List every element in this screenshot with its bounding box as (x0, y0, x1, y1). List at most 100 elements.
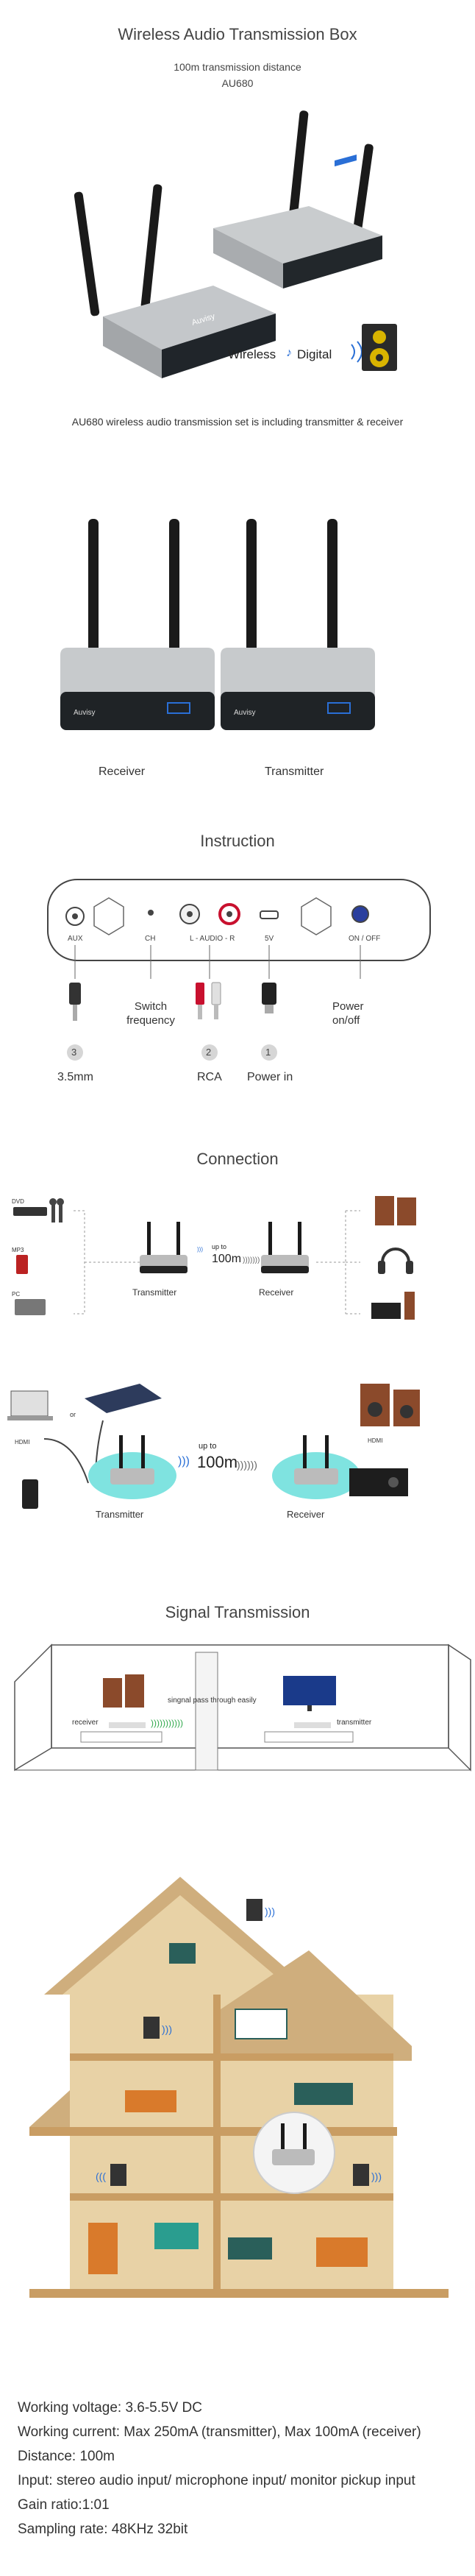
audio-label: L - AUDIO - R (190, 935, 235, 943)
room-furniture (88, 1943, 368, 2274)
microphone-icon (49, 1198, 64, 1222)
transmitter-shelf (264, 1731, 354, 1743)
antenna (246, 519, 257, 673)
digital-badge-text: Digital (297, 347, 332, 361)
transmitter-unit-back (213, 155, 382, 289)
transmitter-unit: Auvisy (221, 519, 375, 730)
connection-diagram-bottom: or HDMI ))) up to 100m )))))) (7, 1384, 420, 1520)
headphones-output-icon (378, 1248, 413, 1274)
antenna (140, 184, 162, 309)
callout-number-3 (67, 1044, 83, 1061)
svg-text:))): ))) (265, 1906, 275, 1917)
receiver-label-signal: receiver (72, 1719, 99, 1727)
dc-port (260, 910, 279, 919)
music-player-icon (22, 1479, 38, 1509)
hdmi-label-right: HDMI (368, 1437, 382, 1444)
house-transmitter-callout (253, 2112, 335, 2194)
laptop-icon (7, 1390, 53, 1420)
antenna (88, 519, 99, 673)
spec-current: Working current: Max 250mA (transmitter)… (18, 2424, 421, 2440)
callout-num-1: 1 (265, 1047, 271, 1058)
header: Wireless Audio Transmission Box (0, 25, 475, 44)
spec-distance: Distance: 100m (18, 2449, 115, 2464)
spec-sampling: Sampling rate: 48KHz 32bit (18, 2522, 188, 2537)
dc-label: 5V (265, 935, 274, 943)
svg-text:Auvisy: Auvisy (234, 709, 255, 717)
connection-heading: Connection (196, 1150, 279, 1168)
waves-icon: ))) (197, 1246, 203, 1253)
svg-text:)))))): )))))) (237, 1459, 257, 1471)
upto-label: up to (212, 1243, 226, 1250)
ch-label: CH (145, 935, 155, 943)
rca-plug-icon (196, 982, 221, 1019)
page-title: Wireless Audio Transmission Box (118, 25, 357, 43)
set-top-box-icon (85, 1384, 162, 1413)
antenna (327, 519, 338, 673)
signal-waves-icon (351, 341, 362, 363)
instruction-heading: Instruction (200, 832, 275, 850)
model-line: AU680 (221, 77, 254, 89)
callout-switch-frequency: Switch frequency (126, 1000, 175, 1027)
speakers-image (103, 1674, 144, 1708)
callout-rca-label: RCA (197, 1071, 222, 1083)
wireless-badge-text: Wireless (228, 347, 276, 361)
green-waves-icon: ))))))))))) (151, 1718, 183, 1728)
hero-product-image: Auvisy Wireless ♪ Digital (74, 110, 397, 378)
dvd-source-icon: DVD (12, 1198, 47, 1216)
usb-plug-icon (262, 983, 276, 1013)
power-button (351, 905, 369, 923)
connection-diagram-top: DVD MP3 PC ))) up to 100m ))))))) (12, 1196, 416, 1320)
antenna (74, 191, 100, 316)
distance-label: 100m (212, 1253, 241, 1265)
connection-heading-block: Connection (0, 1150, 475, 1169)
aux-plug-icon (69, 983, 81, 1021)
instruction-heading-block: Instruction (0, 832, 475, 851)
svg-text:))): ))) (162, 2023, 172, 2035)
instruction-panel-diagram: AUX CH L - AUDIO - R 5V ON / OFF (47, 879, 431, 1061)
signal-waves-house: ))) ))) ((( ))) (96, 1906, 382, 2182)
receiver-label-bottom: Receiver (287, 1509, 325, 1520)
signal-heading-block: Signal Transmission (0, 1603, 475, 1622)
glowing-transmitter-icon (88, 1435, 176, 1499)
receiver-unit-front: Auvisy (103, 286, 276, 378)
antenna (288, 110, 309, 221)
svg-text:PC: PC (12, 1291, 20, 1298)
hero-caption: AU680 wireless audio transmission set is… (71, 416, 404, 428)
speaker-image (362, 324, 397, 371)
back-panel (47, 879, 431, 961)
callout-num-2: 2 (206, 1047, 212, 1058)
svg-text:DVD: DVD (12, 1198, 24, 1205)
transmitter-label-top: Transmitter (132, 1287, 176, 1298)
power-label: ON / OFF (349, 935, 380, 943)
receiver-unit: Auvisy (60, 519, 215, 730)
antenna (169, 519, 179, 673)
specifications-list: Working voltage: 3.6-5.5V DC Working cur… (18, 2396, 421, 2541)
distance-line: 100m transmission distance (174, 61, 301, 73)
aux-port (65, 907, 85, 926)
connection-receiver-icon (261, 1222, 309, 1273)
transmitter-label: Transmitter (265, 765, 324, 778)
aux-label: AUX (68, 935, 83, 943)
hero-caption-block: AU680 wireless audio transmission set is… (0, 416, 475, 428)
svg-text:Auvisy: Auvisy (74, 709, 95, 717)
transmitter-label-signal: transmitter (337, 1719, 372, 1727)
mp3-source-icon: MP3 (12, 1247, 28, 1274)
ch-button (148, 910, 154, 916)
transmitter-label-bottom: Transmitter (96, 1509, 144, 1520)
svg-text:))): ))) (371, 2170, 382, 2182)
speaker-icons (110, 1899, 369, 2186)
connection-transmitter-icon (140, 1222, 188, 1273)
hdmi-label-left: HDMI (15, 1439, 29, 1446)
header-subtitle-block: 100m transmission distance AU680 (0, 59, 475, 91)
signal-heading: Signal Transmission (165, 1603, 310, 1621)
music-note-icon: ♪ (286, 347, 292, 359)
pc-source-icon: PC (12, 1291, 46, 1315)
wireless-digital-badge: Wireless ♪ Digital (228, 341, 362, 363)
receiver-shelf (80, 1731, 162, 1743)
amplifier-output-icon (371, 1292, 415, 1320)
spec-voltage: Working voltage: 3.6-5.5V DC (18, 2400, 202, 2416)
callout-number-1 (261, 1044, 277, 1061)
house-illustration: ))) ))) ((( ))) (29, 1877, 449, 2298)
svg-text:MP3: MP3 (12, 1247, 24, 1253)
